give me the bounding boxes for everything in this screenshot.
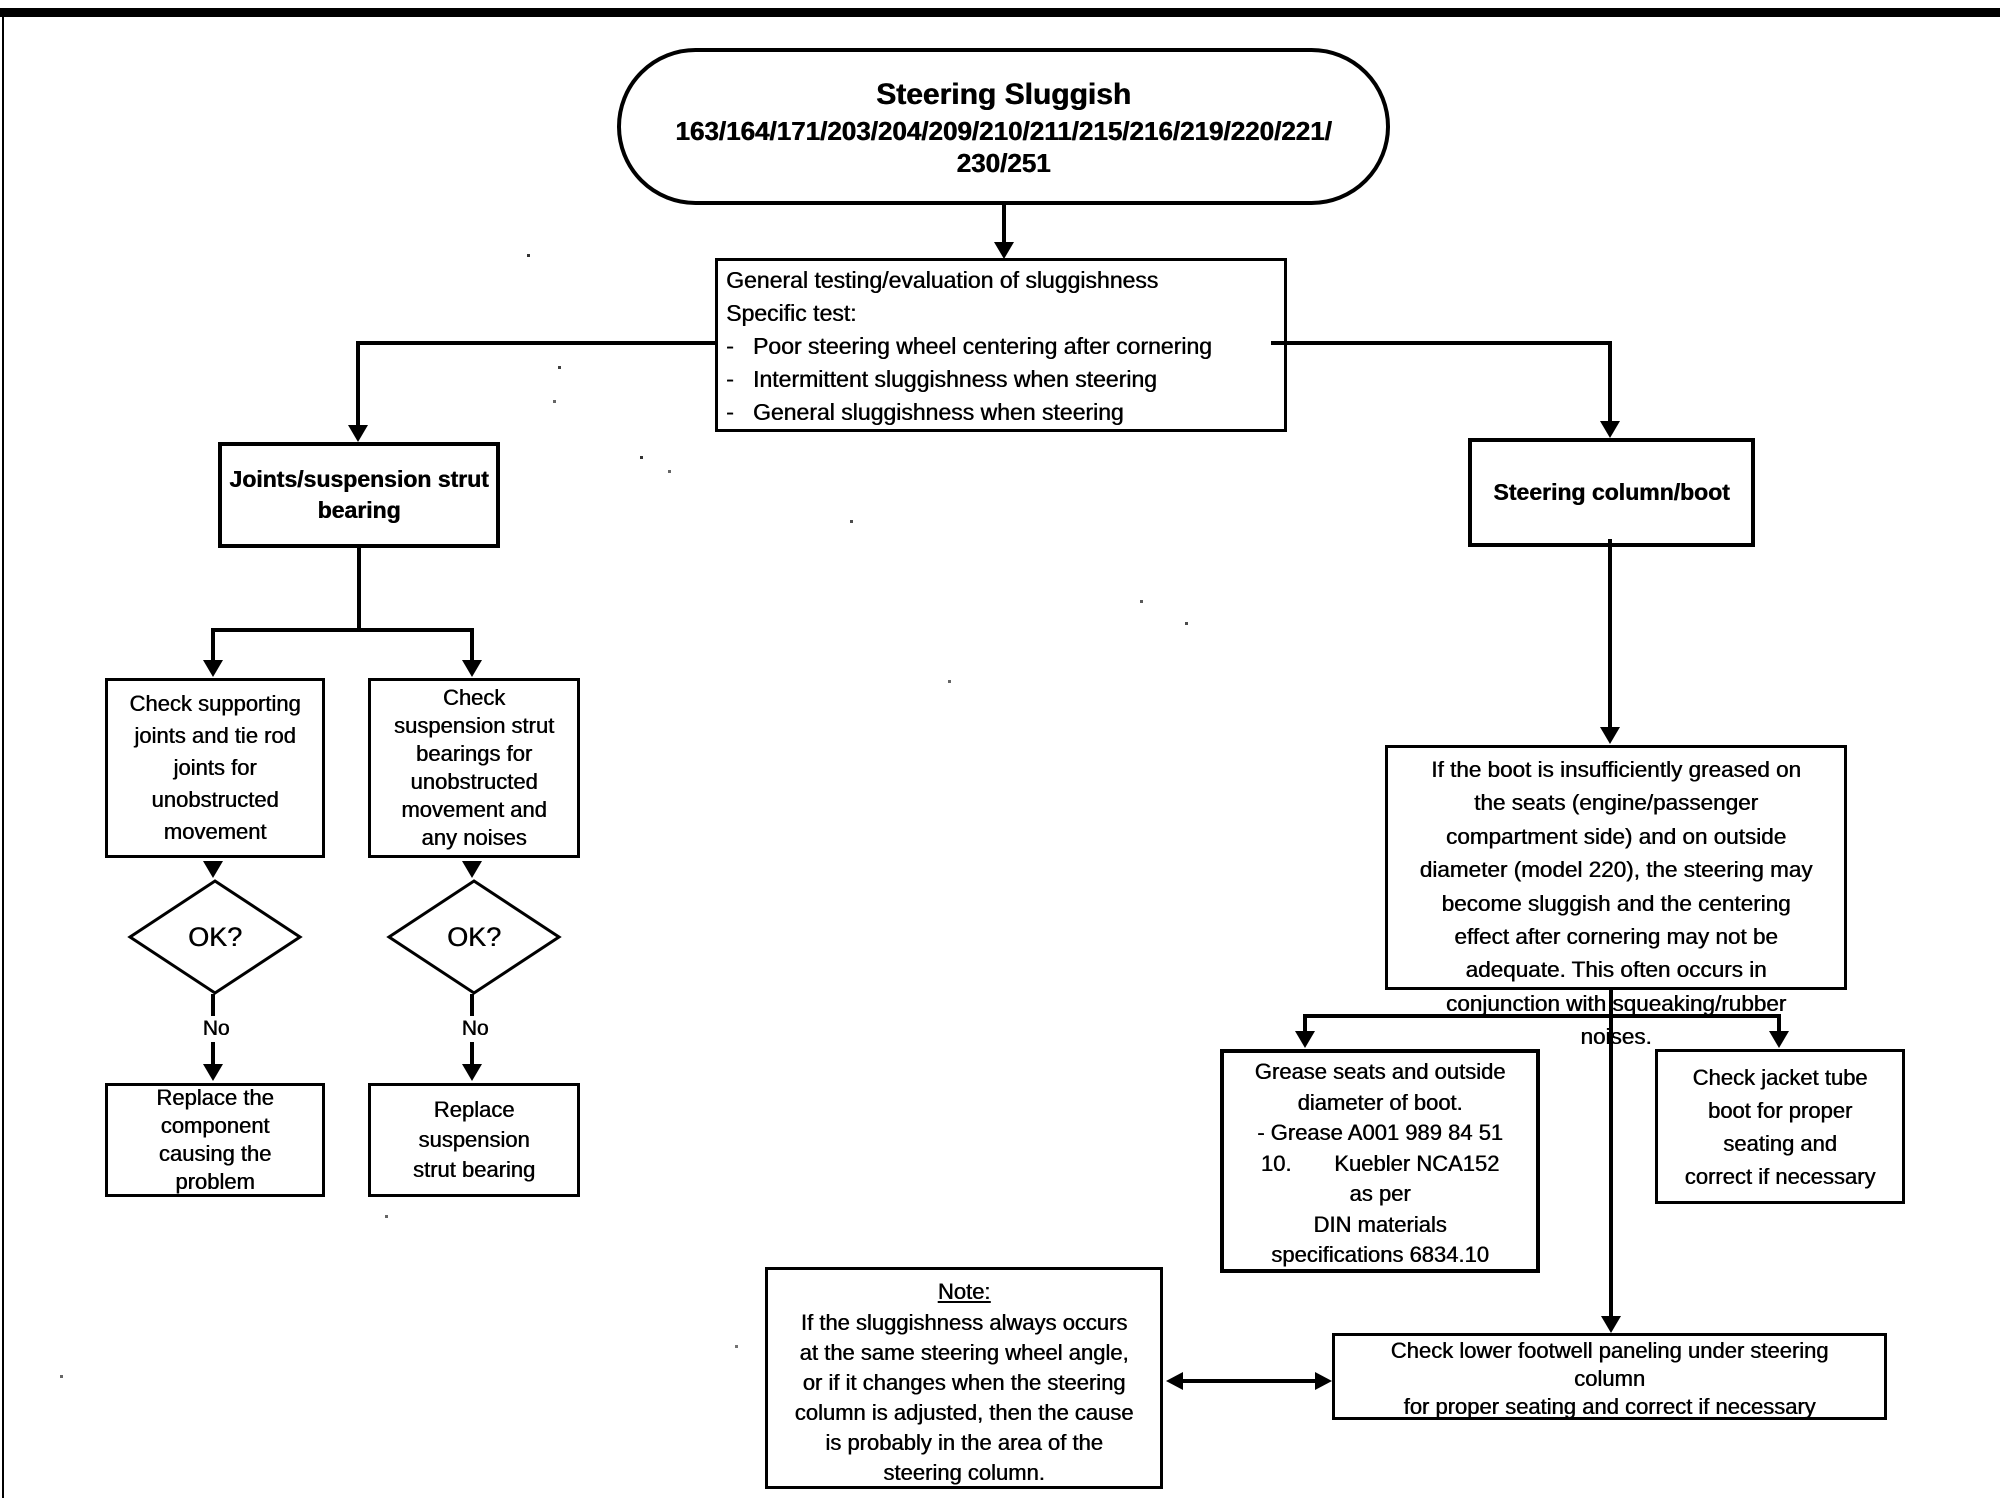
no-label-left: No <box>188 1016 244 1042</box>
replace-strut-bearing-box: Replace suspension strut bearing <box>368 1083 580 1197</box>
connector-steering-drop <box>1608 539 1612 729</box>
connector-boot-distributor <box>1303 1014 1781 1018</box>
arrowhead-right-icon <box>1315 1372 1332 1390</box>
check-strut-bearings-box: Check suspension strut bearings for unob… <box>368 678 580 858</box>
arrowhead-down-icon <box>203 1064 223 1081</box>
arrowhead-down-icon <box>1600 727 1620 744</box>
connector-title-to-general <box>1002 205 1006 245</box>
connector-general-right-drop <box>1608 341 1612 427</box>
model-codes-line1: 163/164/171/203/204/209/210/211/215/216/… <box>675 115 1332 146</box>
no-label-right: No <box>447 1016 503 1042</box>
steering-branch-label: Steering column/boot <box>1493 479 1730 505</box>
page-title: Steering Sluggish <box>875 77 1132 111</box>
note-text: If the sluggishness always occurs at the… <box>794 1310 1134 1485</box>
arrowhead-down-icon <box>462 861 482 878</box>
connector-to-jacket <box>1777 1014 1781 1034</box>
arrowhead-down-icon <box>462 660 482 677</box>
check-jacket-tube-box: Check jacket tube boot for proper seatin… <box>1655 1049 1905 1204</box>
decision-left-label: OK? <box>187 921 243 952</box>
check-supporting-joints-box: Check supporting joints and tie rod join… <box>105 678 325 858</box>
connector-general-left-drop <box>356 341 360 427</box>
page-top-rule <box>0 8 2000 17</box>
page-left-rule <box>2 13 4 1498</box>
arrowhead-down-icon <box>203 660 223 677</box>
model-codes-line2: 230/251 <box>956 147 1051 178</box>
connector-joints-drop <box>357 548 361 632</box>
note-box: Note: If the sluggishness always occurs … <box>765 1267 1163 1489</box>
connector-general-right <box>1271 341 1612 345</box>
decision-diamond-left: OK? <box>126 878 304 996</box>
arrowhead-down-icon <box>203 861 223 878</box>
arrowhead-down-icon <box>1295 1031 1315 1048</box>
arrowhead-down-icon <box>1600 421 1620 438</box>
connector-joints-splitter <box>211 628 474 632</box>
title-terminator: Steering Sluggish 163/164/171/203/204/20… <box>617 48 1390 205</box>
note-title: Note: <box>937 1279 991 1304</box>
connector-splitter-right-drop <box>470 628 474 662</box>
general-testing-box: General testing/evaluation of sluggishne… <box>715 258 1287 432</box>
connector-boot-center-drop <box>1609 987 1613 1317</box>
scan-noise <box>527 254 530 257</box>
steering-column-branch-box: Steering column/boot <box>1468 438 1755 547</box>
arrowhead-down-icon <box>994 242 1014 259</box>
arrowhead-down-icon <box>462 1064 482 1081</box>
boot-info-text: If the boot is insufficiently greased on… <box>1419 757 1813 1050</box>
arrowhead-down-icon <box>1601 1316 1621 1333</box>
replace-component-box: Replace the component causing the proble… <box>105 1083 325 1197</box>
connector-to-grease <box>1303 1014 1307 1034</box>
joints-branch-label: Joints/suspension strut bearing <box>229 466 489 523</box>
decision-right-label: OK? <box>446 921 502 952</box>
boot-info-box: If the boot is insufficiently greased on… <box>1385 745 1847 1049</box>
check-footwell-paneling-box: Check lower footwell paneling under stee… <box>1332 1333 1887 1420</box>
grease-seats-box: Grease seats and outside diameter of boo… <box>1220 1049 1540 1273</box>
connector-splitter-left-drop <box>211 628 215 662</box>
arrowhead-left-icon <box>1166 1372 1183 1390</box>
decision-diamond-right: OK? <box>385 878 563 996</box>
arrowhead-down-icon <box>348 425 368 442</box>
connector-note-footwell <box>1180 1379 1320 1383</box>
connector-general-left <box>356 341 716 345</box>
arrowhead-down-icon <box>1769 1031 1789 1048</box>
joints-branch-box: Joints/suspension strut bearing <box>218 442 500 548</box>
